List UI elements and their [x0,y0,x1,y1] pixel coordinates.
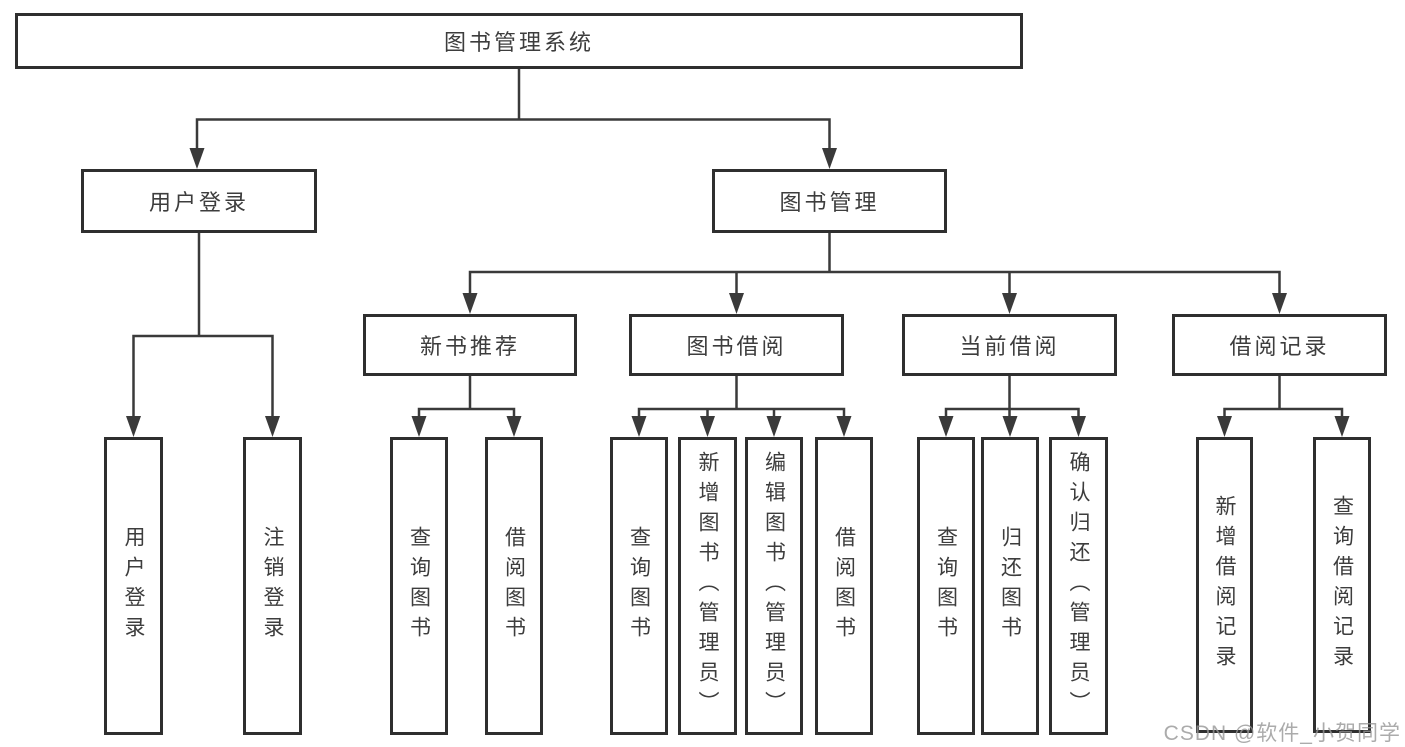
leaf-borrow-edit-books-admin: 编辑图书（管理员） [745,437,803,735]
leaf-records-query-record: 查询借阅记录 [1313,437,1371,733]
node-borrow-records: 借阅记录 [1172,314,1387,376]
leaf-recommend-query-books: 查询图书 [390,437,448,735]
leaf-borrow-borrow-books: 借阅图书 [815,437,873,735]
node-current-borrow: 当前借阅 [902,314,1117,376]
leaf-borrow-add-books-admin: 新增图书（管理员） [678,437,737,735]
node-new-book-recommend: 新书推荐 [363,314,577,376]
leaf-current-confirm-return-admin: 确认归还（管理员） [1049,437,1108,735]
leaf-recommend-borrow-books: 借阅图书 [485,437,543,735]
leaf-records-add-record: 新增借阅记录 [1196,437,1253,733]
leaf-current-return-books: 归还图书 [981,437,1039,735]
node-book-borrow: 图书借阅 [629,314,844,376]
node-book-management: 图书管理 [712,169,947,233]
watermark: CSDN @软件_小贺同学 [1163,722,1401,745]
node-root: 图书管理系统 [15,13,1023,69]
leaf-logout: 注销登录 [243,437,302,735]
leaf-borrow-query-books: 查询图书 [610,437,668,735]
node-user-login: 用户登录 [81,169,317,233]
leaf-current-query-books: 查询图书 [917,437,975,735]
leaf-user-login: 用户登录 [104,437,163,735]
